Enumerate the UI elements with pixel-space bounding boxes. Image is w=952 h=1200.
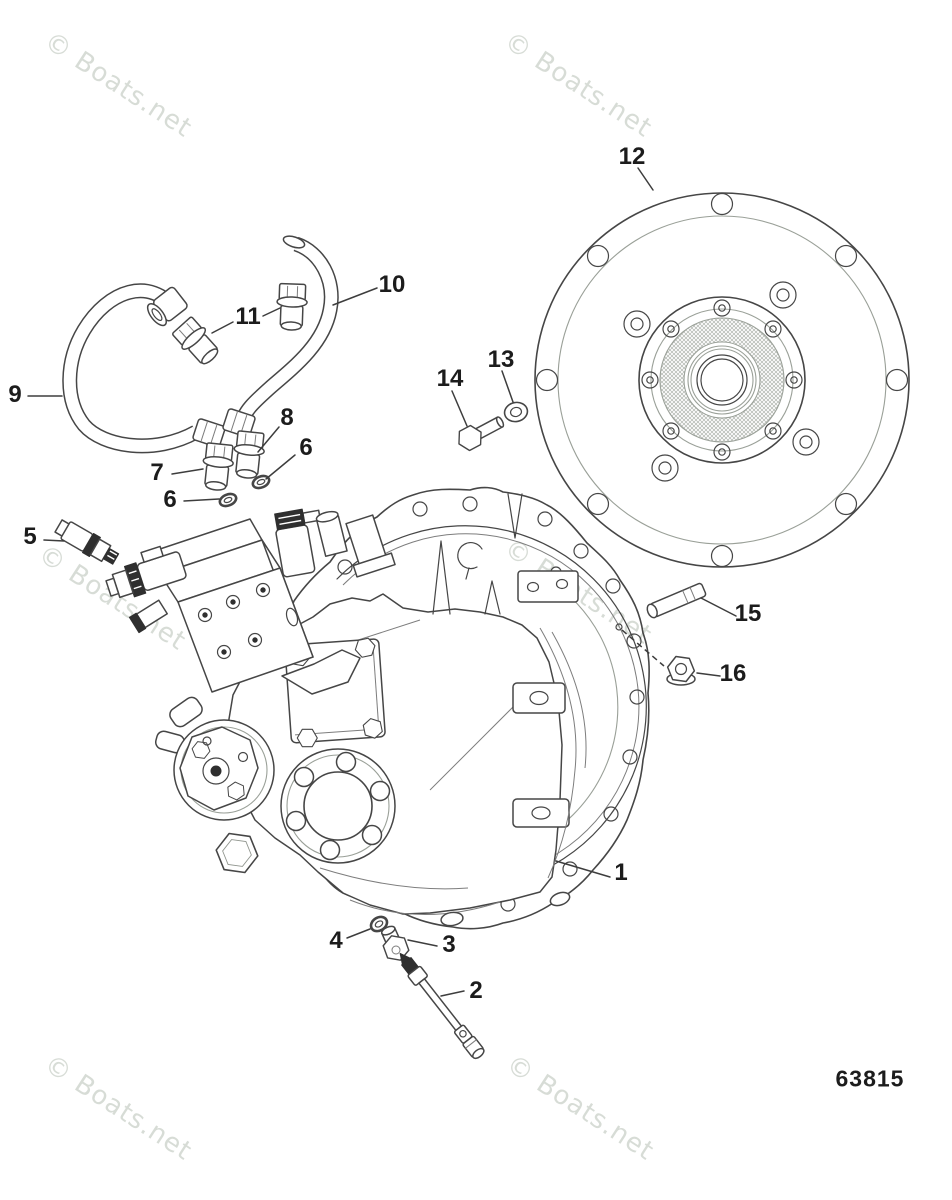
housing-interior-details — [432, 540, 587, 879]
o-ring-4 — [369, 915, 389, 933]
solenoid-bracket — [345, 514, 396, 578]
washer-13 — [503, 401, 529, 423]
shift-valve-block — [105, 508, 396, 695]
callout-4: 4 — [329, 927, 343, 954]
shift-solenoid-b — [274, 508, 322, 578]
callout-6: 6 — [299, 434, 313, 461]
hose-open-end — [282, 235, 306, 249]
fitting-7 — [199, 441, 236, 493]
pressure-sensor-5 — [54, 519, 120, 565]
callout-14: 14 — [436, 365, 464, 392]
hose-elbow-fitting — [146, 286, 188, 327]
damper-spring-ring — [660, 318, 785, 442]
dipstick-2 — [399, 952, 485, 1060]
callout-3: 3 — [442, 931, 456, 958]
callout-7: 7 — [150, 459, 164, 486]
o-ring-6a — [218, 492, 238, 508]
callout-9: 9 — [8, 381, 22, 408]
callout-13: 13 — [487, 346, 515, 373]
housing-bolt-holes — [337, 496, 645, 912]
flywheel-damper-plate — [534, 192, 910, 568]
bolt-14 — [453, 416, 505, 455]
callout-5: 5 — [23, 523, 37, 550]
callout-15: 15 — [734, 600, 762, 627]
output-flange — [280, 748, 396, 864]
mount-ear — [512, 682, 566, 714]
mount-ear — [512, 798, 570, 828]
callout-leader-lines — [27, 167, 737, 997]
callout-10: 10 — [378, 271, 406, 298]
callout-8: 8 — [280, 404, 294, 431]
case-hex-plug — [212, 831, 262, 875]
drain-plug-3 — [380, 925, 412, 963]
flange-nut-16 — [665, 654, 697, 686]
callout-6: 6 — [163, 486, 177, 513]
fitting-11-installed — [275, 282, 309, 332]
o-ring-6b — [251, 474, 271, 490]
callout-12: 12 — [618, 143, 646, 170]
callout-1: 1 — [614, 859, 628, 886]
shift-solenoid-a — [105, 545, 187, 599]
callout-2: 2 — [469, 977, 483, 1004]
hub-bolt-holes — [641, 299, 803, 461]
callout-11: 11 — [235, 303, 261, 330]
dowel-pin-15 — [646, 582, 707, 619]
hose-port-elbow — [315, 510, 348, 557]
flywheel-outer-bolt-holes — [535, 192, 909, 568]
fitting-8 — [230, 429, 267, 481]
oil-pump — [154, 696, 275, 821]
callout-16: 16 — [719, 660, 747, 687]
flywheel-drive-holes — [623, 281, 820, 482]
oil-hose-assembly — [62, 235, 339, 508]
sensor-stub — [128, 599, 168, 634]
fitting-11-loose — [169, 314, 225, 371]
drawing-number: 63815 — [835, 1065, 905, 1092]
